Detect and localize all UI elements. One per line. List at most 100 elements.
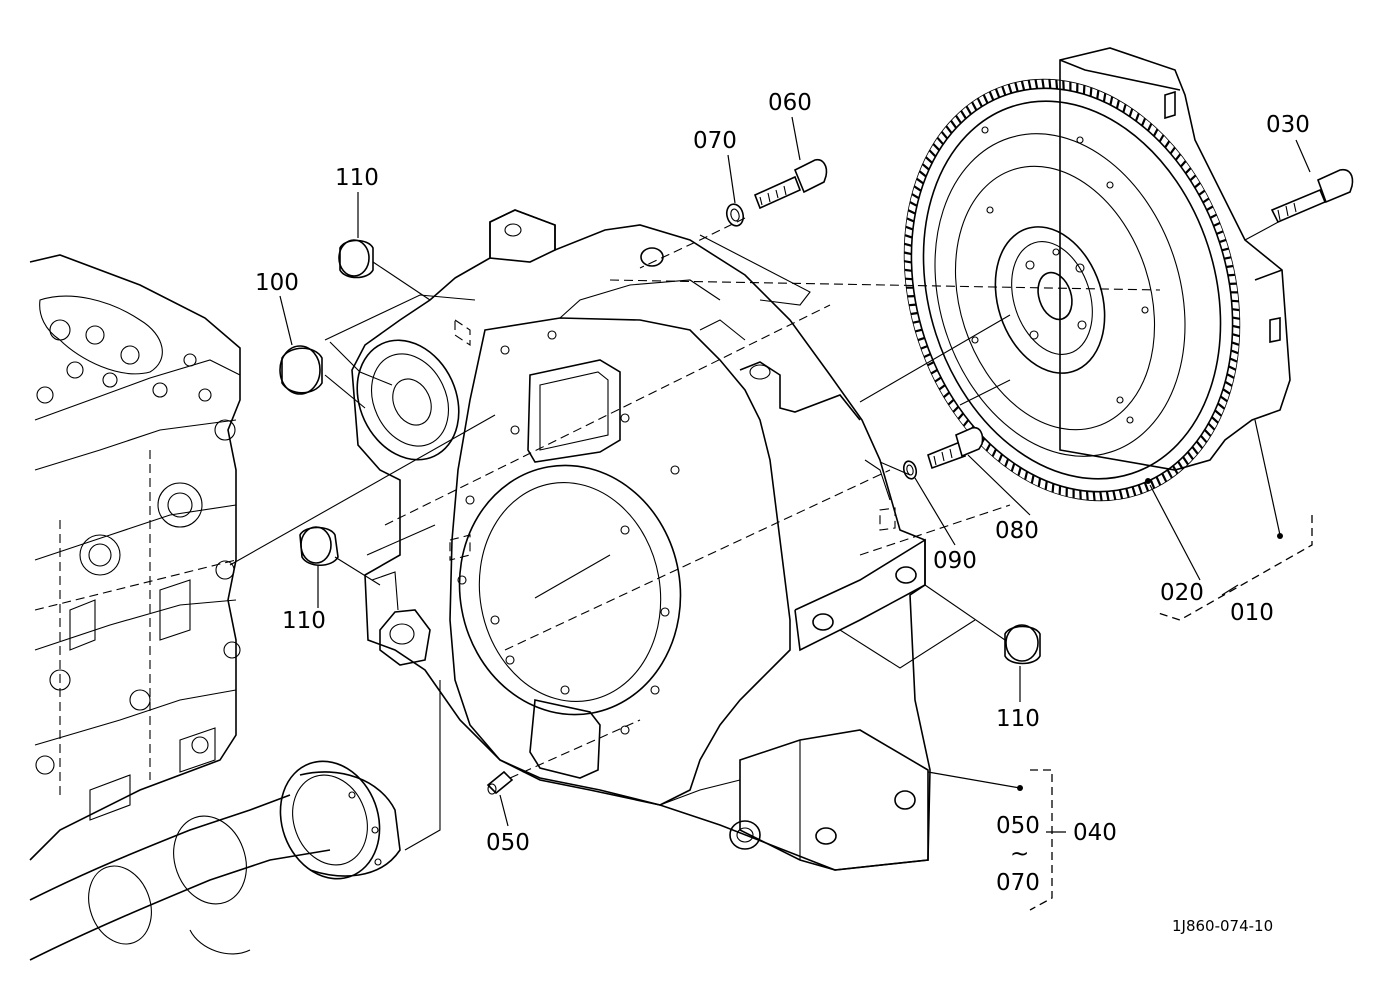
gear-tooth — [1195, 440, 1204, 449]
washer-070 — [725, 203, 745, 227]
gear-tooth — [1122, 104, 1127, 113]
gear-tooth — [1228, 365, 1237, 371]
plug-110-left — [299, 526, 339, 567]
gear-tooth — [991, 448, 997, 457]
label-060: 060 — [768, 90, 812, 116]
gear-tooth — [982, 94, 989, 104]
gear-tooth — [1223, 256, 1232, 260]
gear-tooth — [1224, 380, 1233, 387]
gear-tooth — [1027, 79, 1032, 90]
gear-tooth — [1161, 473, 1168, 483]
gear-tooth — [1030, 474, 1035, 484]
gear-tooth — [1198, 189, 1206, 196]
gear-tooth — [930, 368, 938, 375]
gear-tooth — [1096, 90, 1100, 100]
label-range-separator: ~ — [1010, 841, 1029, 867]
gear-tooth — [1232, 324, 1241, 329]
gear-tooth — [1206, 205, 1214, 212]
gear-tooth — [1128, 108, 1134, 117]
label-010: 010 — [1230, 600, 1274, 626]
gear-tooth — [936, 136, 945, 146]
label-050-pin: 050 — [486, 830, 530, 856]
gear-tooth — [1082, 85, 1086, 95]
gear-tooth — [971, 101, 978, 111]
gear-tooth — [1020, 80, 1026, 91]
label-030: 030 — [1266, 112, 1310, 138]
gear-tooth — [908, 303, 917, 307]
crankshaft — [29, 760, 401, 961]
gear-tooth — [1203, 429, 1212, 437]
gear-tooth — [1112, 490, 1117, 501]
gear-tooth — [1219, 395, 1228, 403]
gear-tooth — [1164, 140, 1171, 149]
gear-tooth — [911, 193, 920, 200]
gear-tooth — [1216, 230, 1224, 235]
label-110-left: 110 — [282, 608, 326, 634]
gear-tooth — [1055, 79, 1059, 89]
gear-tooth — [960, 110, 967, 120]
gear-tooth — [1143, 482, 1150, 492]
gear-tooth — [1034, 79, 1039, 89]
gear-tooth — [943, 391, 951, 398]
gear-tooth — [1199, 434, 1208, 444]
gear-tooth — [1232, 316, 1240, 320]
gear-tooth — [994, 88, 1001, 98]
gear-tooth — [1217, 402, 1226, 410]
gear-tooth — [1017, 467, 1022, 476]
gear-tooth — [1147, 123, 1153, 132]
gear-tooth — [1010, 463, 1016, 472]
gear-tooth — [1207, 422, 1216, 431]
label-080: 080 — [995, 518, 1039, 544]
gear-tooth — [952, 405, 960, 413]
label-110-top: 110 — [335, 165, 379, 191]
gear-tooth — [1174, 153, 1182, 161]
gear-tooth — [934, 376, 942, 383]
gear-tooth — [912, 320, 921, 324]
gear-tooth — [928, 149, 937, 158]
gear-tooth — [1007, 83, 1013, 94]
gear-outline — [903, 78, 1241, 502]
gear-tooth — [1214, 409, 1223, 417]
gear-tooth — [1085, 491, 1089, 501]
gear-tooth — [904, 260, 912, 264]
gear-tooth — [1182, 456, 1189, 466]
gear-tooth — [1140, 117, 1147, 127]
gear-tooth — [907, 209, 916, 215]
gear-tooth — [1134, 113, 1140, 122]
engine-block — [29, 254, 241, 861]
plug-110-right — [1004, 624, 1041, 665]
gear-tooth — [917, 336, 925, 342]
gear-tooth — [904, 242, 912, 247]
gear-tooth — [903, 251, 912, 256]
gear-tooth — [955, 114, 962, 124]
label-050-range: 050 — [996, 813, 1040, 839]
gear-tooth — [913, 185, 922, 192]
gear-tooth — [904, 234, 913, 239]
gear-tooth — [918, 170, 927, 178]
label-040: 040 — [1073, 820, 1117, 846]
gear-tooth — [1221, 247, 1229, 252]
gear-tooth — [938, 384, 946, 391]
label-070-range: 070 — [996, 870, 1040, 896]
gear-tooth — [947, 398, 955, 406]
gear-tooth — [1211, 416, 1219, 424]
gear-tooth — [1226, 264, 1234, 269]
gear-tooth — [1172, 465, 1179, 475]
flywheel — [903, 47, 1291, 502]
gear-tooth — [1227, 273, 1236, 277]
gear-tooth — [1222, 388, 1231, 395]
gear-tooth — [1001, 86, 1007, 96]
gear-tooth — [1219, 238, 1227, 244]
gear-tooth — [1202, 197, 1210, 204]
dowel-pin-050 — [486, 770, 514, 795]
part-labels: 060 070 030 110 100 110 080 090 020 010 … — [255, 90, 1310, 935]
gear-tooth — [1209, 213, 1218, 219]
gear-tooth — [1102, 93, 1107, 102]
gear-tooth — [1004, 458, 1010, 467]
gear-tooth — [988, 91, 995, 101]
gear-tooth — [945, 125, 953, 134]
washer-090 — [902, 460, 918, 480]
gear-tooth — [1177, 460, 1184, 470]
gear-tooth — [1041, 79, 1045, 89]
